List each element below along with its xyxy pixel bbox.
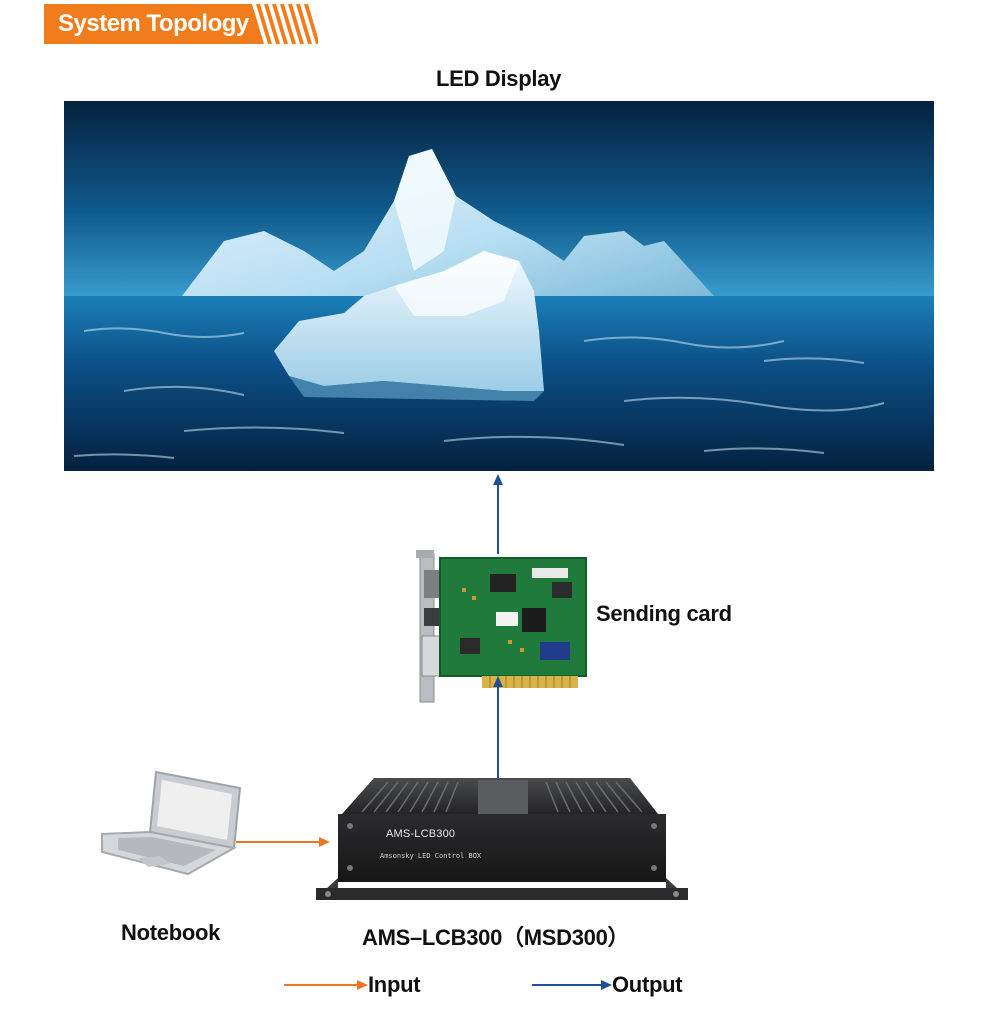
- banner-shape: [44, 4, 318, 44]
- output-arrow-to-display: [493, 474, 503, 554]
- led-display-label: LED Display: [436, 66, 562, 91]
- legend: Input Output: [284, 970, 704, 1004]
- legend-output-label: Output: [612, 972, 683, 997]
- sending-card-label: Sending card: [596, 601, 732, 626]
- pcb-sending-card-picture: [416, 550, 587, 703]
- laptop-icon: [101, 770, 242, 876]
- controller-box-image: AMS-LCB300 Amsonsky LED Control BOX: [316, 776, 688, 902]
- input-arrow-to-controller: [236, 837, 330, 847]
- controller-front-model: AMS-LCB300: [386, 828, 456, 840]
- legend-output-arrow: [532, 980, 612, 990]
- iceberg-ocean-picture: [64, 101, 934, 471]
- legend-input-arrow: [284, 980, 368, 990]
- notebook-label: Notebook: [121, 920, 221, 945]
- legend-input-label: Input: [368, 972, 421, 997]
- control-box-picture: [316, 778, 688, 900]
- sending-card-image: [412, 548, 588, 704]
- controller-front-subtitle: Amsonsky LED Control BOX: [380, 852, 482, 860]
- output-arrow-to-sending-card: [493, 676, 503, 780]
- page-title: System Topology: [58, 10, 249, 37]
- led-display-image: [64, 101, 934, 471]
- controller-label: AMS–LCB300（MSD300）: [362, 925, 630, 950]
- notebook-image: [98, 770, 244, 876]
- header-banner: System Topology: [44, 4, 318, 44]
